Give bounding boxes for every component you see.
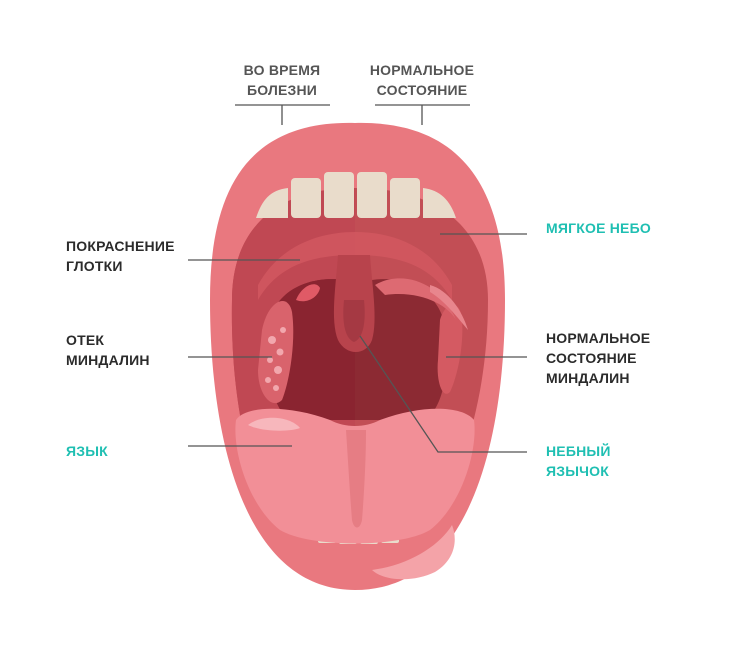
tongue-highlight xyxy=(248,417,300,431)
uvula-inner xyxy=(343,300,365,342)
label-uvula: НЕБНЫЙ ЯЗЫЧОК xyxy=(546,441,611,481)
label-tonsil-swelling: ОТЕК МИНДАЛИН xyxy=(66,330,150,370)
leader-lines xyxy=(188,233,527,453)
right-arch xyxy=(375,278,456,320)
label-during-illness-line2: БОЛЕЗНИ xyxy=(246,82,318,98)
label-normal-tonsils-line3: МИНДАЛИН xyxy=(546,370,630,386)
label-throat-redness-line1: ПОКРАСНЕНИЕ xyxy=(66,238,175,254)
label-uvula-line1: НЕБНЫЙ xyxy=(546,443,611,459)
label-during-illness: ВО ВРЕМЯ БОЛЕЗНИ xyxy=(232,60,332,100)
tonsil-spots xyxy=(265,327,286,391)
label-normal-state-line2: СОСТОЯНИЕ xyxy=(376,82,468,98)
label-tonsil-swelling-line1: ОТЕК xyxy=(66,332,105,348)
label-tongue: ЯЗЫК xyxy=(66,443,108,459)
label-during-illness-line1: ВО ВРЕМЯ xyxy=(243,62,321,78)
label-normal-tonsils-line2: СОСТОЯНИЕ xyxy=(546,350,637,366)
upper-teeth xyxy=(256,172,456,218)
left-arch-accent xyxy=(296,284,320,302)
label-soft-palate: МЯГКОЕ НЕБО xyxy=(546,220,651,236)
label-normal-state: НОРМАЛЬНОЕ СОСТОЯНИЕ xyxy=(362,60,482,100)
label-normal-tonsils: НОРМАЛЬНОЕ СОСТОЯНИЕ МИНДАЛИН xyxy=(546,328,650,388)
soft-palate-arch xyxy=(258,232,452,300)
normal-tonsil xyxy=(437,304,463,394)
label-uvula-line2: ЯЗЫЧОК xyxy=(546,463,610,479)
right-arch-highlight xyxy=(430,285,468,330)
label-normal-tonsils-line1: НОРМАЛЬНОЕ xyxy=(546,330,651,346)
tongue-groove xyxy=(346,430,366,528)
lip-highlight xyxy=(372,525,455,580)
label-normal-state-line1: НОРМАЛЬНОЕ xyxy=(369,62,475,78)
leader-uvula xyxy=(359,335,527,453)
label-throat-redness-line2: ГЛОТКИ xyxy=(66,258,123,274)
label-tonsil-swelling-line2: МИНДАЛИН xyxy=(66,352,150,368)
top-brackets xyxy=(235,104,470,125)
label-throat-redness: ПОКРАСНЕНИЕ ГЛОТКИ xyxy=(66,236,175,276)
